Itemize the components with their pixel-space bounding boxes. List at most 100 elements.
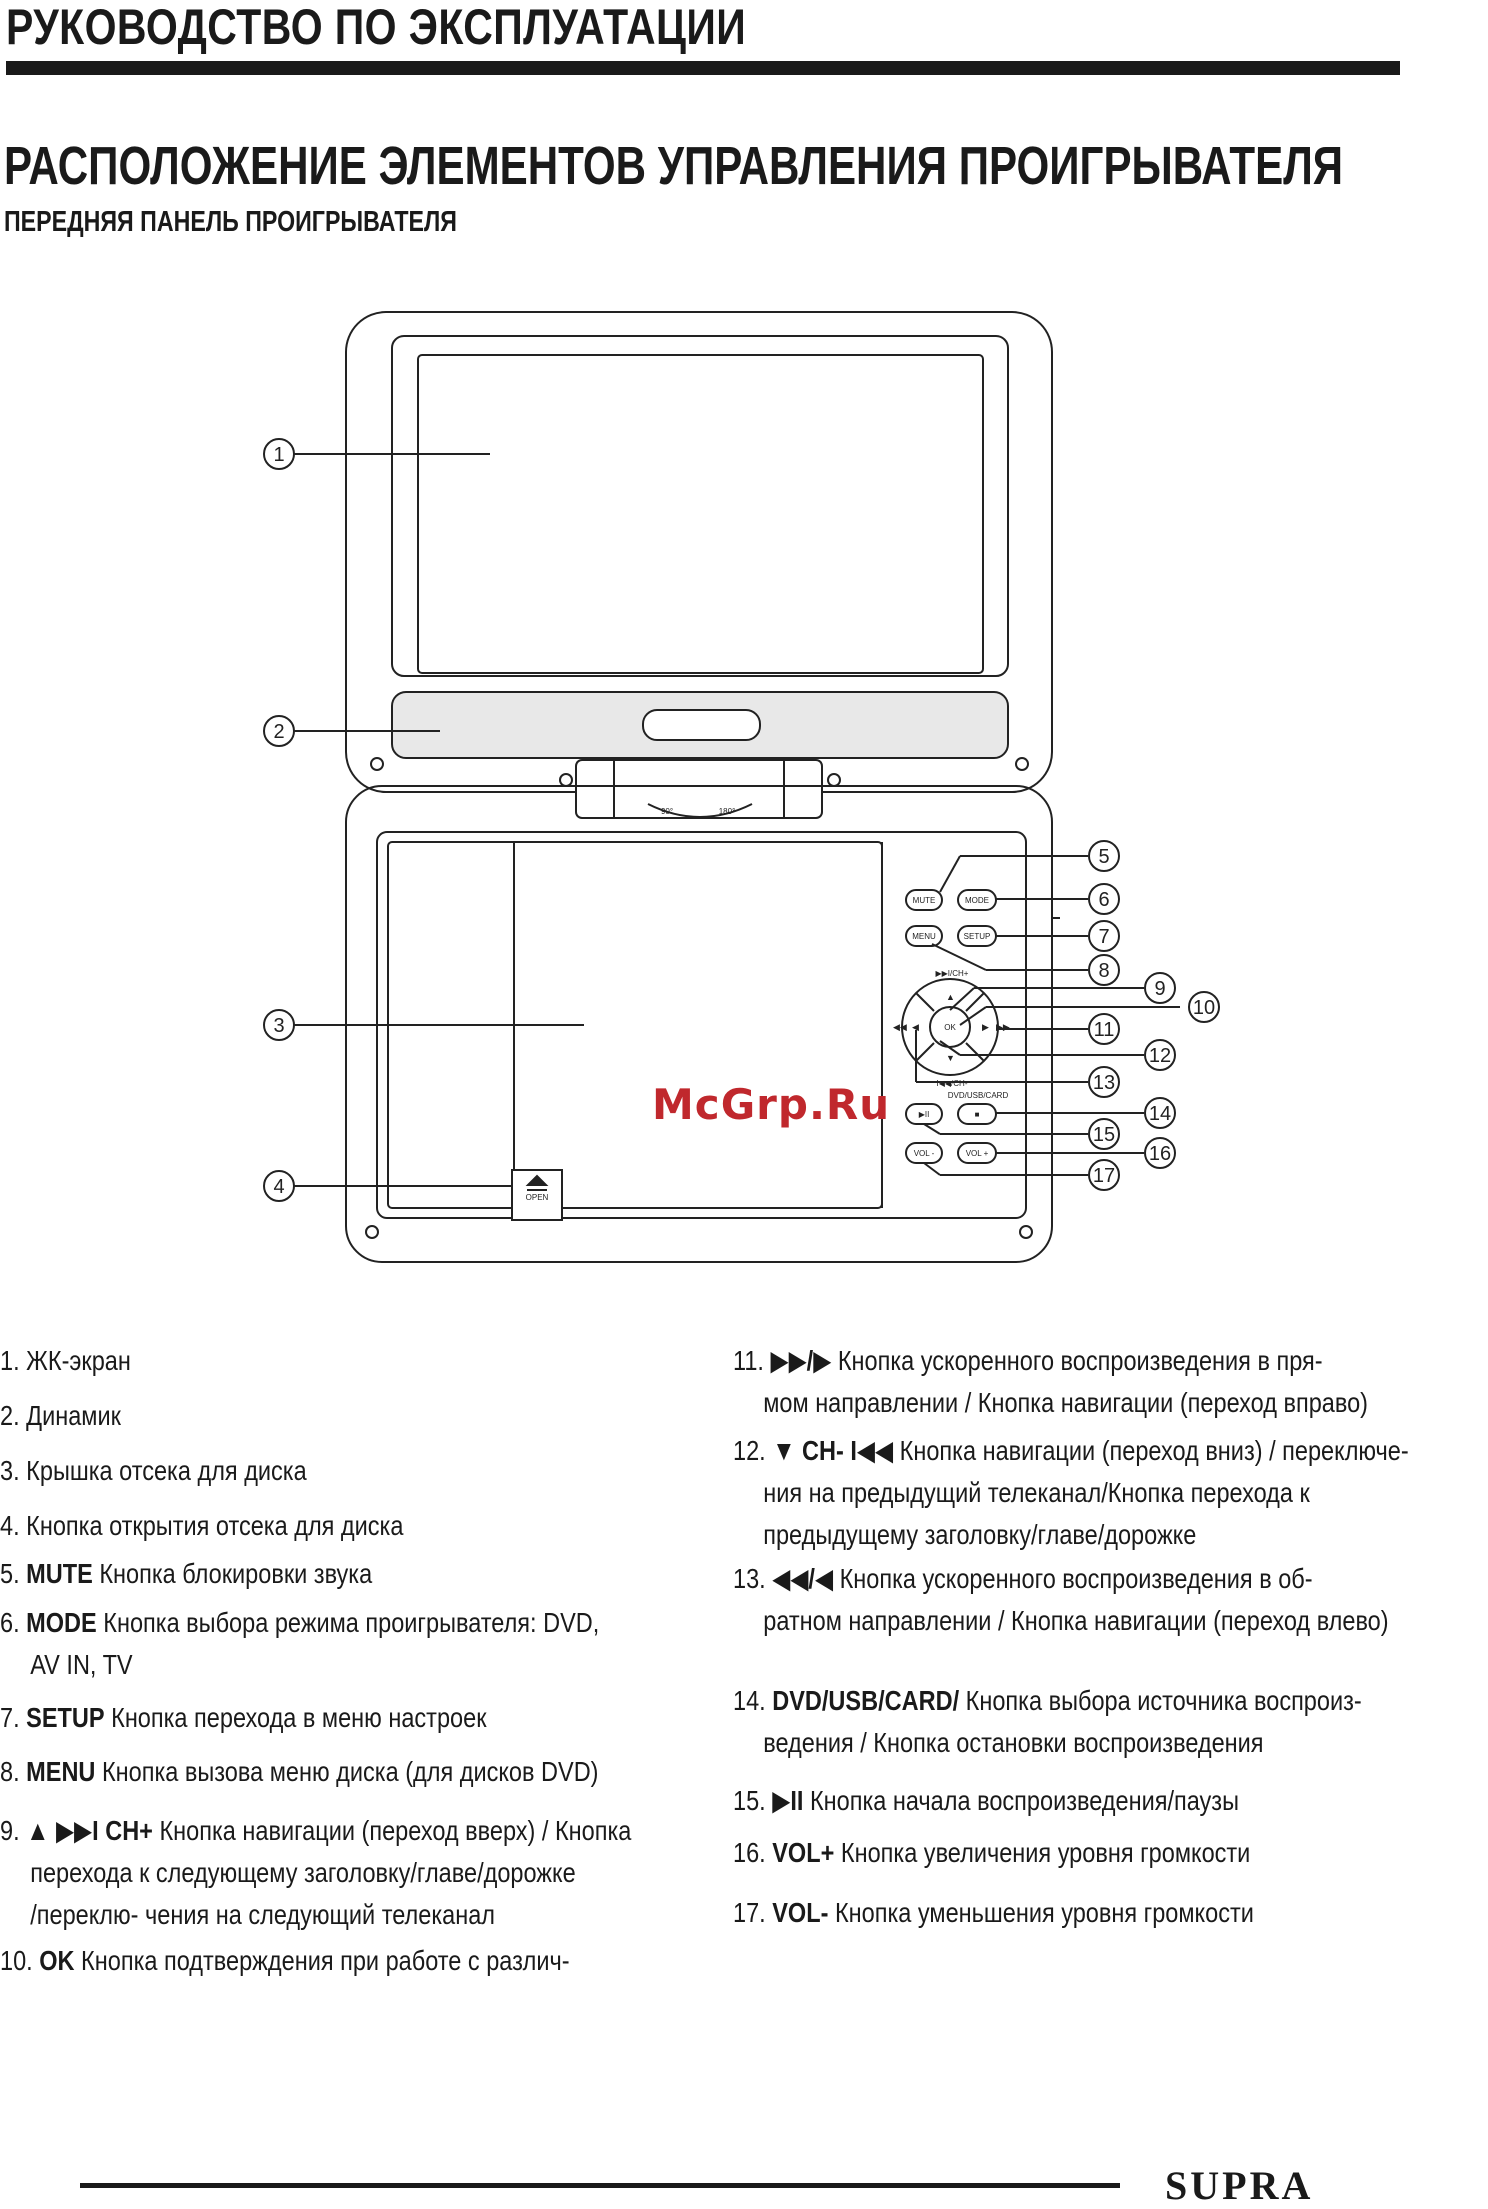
legend-item-continuation: перехода к следующему заголовку/главе/до… (30, 1857, 576, 1888)
legend-item: 8. MENU Кнопка вызова меню диска (для ди… (0, 1751, 599, 1793)
legend-item-continuation: AV IN, TV (30, 1649, 133, 1680)
angle-90-label: 90° (661, 807, 673, 816)
legend-item-key: MODE (26, 1607, 97, 1638)
legend-item-number: 17. (733, 1897, 766, 1928)
vol-minus-label: VOL - (914, 1149, 935, 1158)
svg-text:▼: ▼ (946, 1053, 955, 1063)
callout-11: 11 (1094, 1019, 1115, 1041)
callout-2: 2 (273, 721, 284, 743)
legend-item-continuation: ведения / Кнопка остановки воспроизведен… (763, 1727, 1264, 1758)
watermark-text: McGrp.Ru (652, 1080, 891, 1129)
legend-item-number: 6. (0, 1607, 20, 1638)
legend-item-number: 9. (0, 1815, 20, 1846)
svg-text:▶▶: ▶▶ (996, 1022, 1010, 1032)
legend-item-number: 3. (0, 1455, 20, 1486)
legend-item: 14. DVD/USB/CARD/ Кнопка выбора источник… (733, 1680, 1362, 1764)
hinge (575, 759, 823, 819)
svg-text:◀◀: ◀◀ (893, 1022, 907, 1032)
ch-minus-label: I◀◀/CH- (937, 1079, 968, 1088)
legend-item-number: 10. (0, 1945, 33, 1976)
legend-item-text: Кнопка выбора режима проигрывателя: DVD, (103, 1607, 600, 1638)
legend-item-key: VOL+ (772, 1837, 835, 1868)
lcd-screen (417, 354, 984, 674)
legend-item: 4. Кнопка открытия отсека для диска (0, 1505, 403, 1547)
dvd-usb-card-label: DVD/USB/CARD (948, 1091, 1009, 1100)
vol-plus-label: VOL + (966, 1149, 989, 1158)
legend-item-text: Кнопка начала воспроизведения/паузы (809, 1785, 1239, 1816)
open-label: OPEN (526, 1193, 549, 1202)
legend-item-continuation: ния на предыдущий телеканал/Кнопка перех… (763, 1477, 1310, 1508)
legend-item-number: 1. (0, 1345, 20, 1376)
callout-10: 10 (1193, 997, 1215, 1019)
legend-item-text: Кнопка ускоренного воспроизведения в об- (839, 1563, 1313, 1594)
svg-text:▶: ▶ (982, 1022, 989, 1032)
legend-item-number: 16. (733, 1837, 766, 1868)
svg-text:▲: ▲ (946, 992, 955, 1002)
stop-label: ■ (975, 1110, 980, 1119)
mute-button-label: MUTE (913, 896, 936, 905)
legend-item-text: Кнопка навигации (переход вниз) / перекл… (899, 1435, 1409, 1466)
document-title: РУКОВОДСТВО ПО ЭКСПЛУАТАЦИИ (6, 0, 747, 55)
angle-180-label: 180° (719, 807, 736, 816)
legend-item-number: 2. (0, 1400, 20, 1431)
svg-text:◀: ◀ (912, 1022, 919, 1032)
legend-item-text: Кнопка увеличения уровня громкости (840, 1837, 1251, 1868)
open-button-box (511, 1169, 563, 1221)
legend-item-continuation: мом направлении / Кнопка навигации (пере… (763, 1387, 1369, 1418)
legend-item-text: Кнопка перехода в меню настроек (111, 1702, 487, 1733)
legend-item: 2. Динамик (0, 1395, 121, 1437)
ok-button-label: OK (944, 1023, 956, 1032)
legend-item-key: OK (39, 1945, 75, 1976)
callout-9: 9 (1154, 978, 1165, 1000)
mute-button (905, 889, 943, 911)
legend-item-key: VOL- (772, 1897, 829, 1928)
footer-divider (80, 2183, 1120, 2188)
header-divider (6, 61, 1400, 75)
legend-item: 10. OK Кнопка подтверждения при работе с… (0, 1940, 570, 1982)
legend-item: 15. ▶II Кнопка начала воспроизведения/па… (733, 1780, 1239, 1822)
callout-5: 5 (1098, 846, 1109, 868)
legend-item: 11. ▶▶/▶ Кнопка ускоренного воспроизведе… (733, 1340, 1368, 1424)
legend-item-number: 11. (733, 1345, 764, 1376)
callout-15: 15 (1093, 1124, 1115, 1146)
menu-button (905, 925, 943, 947)
legend-item-continuation: /переклю- чения на следующий телеканал (30, 1899, 496, 1930)
legend-item-key: ▶II (772, 1785, 804, 1816)
legend-item-key: SETUP (26, 1702, 105, 1733)
ch-plus-label: ▶▶I/CH+ (936, 969, 969, 978)
legend-item-number: 8. (0, 1756, 20, 1787)
callout-17: 17 (1093, 1165, 1115, 1187)
legend-item-key: ▲ ▶▶I CH+ (26, 1815, 153, 1846)
callout-4: 4 (273, 1176, 284, 1198)
legend-item: 5. MUTE Кнопка блокировки звука (0, 1553, 372, 1595)
legend-item-number: 5. (0, 1558, 20, 1589)
speaker-center-badge (642, 709, 761, 741)
callout-6: 6 (1098, 889, 1109, 911)
legend-item-continuation: предыдущему заголовку/главе/дорожке (763, 1519, 1197, 1550)
setup-button-label: SETUP (964, 932, 991, 941)
callout-3: 3 (273, 1015, 284, 1037)
legend-item-number: 4. (0, 1510, 20, 1541)
lid-inner-bezel (391, 335, 1009, 677)
menu-button-label: MENU (912, 932, 936, 941)
legend-item-text: Кнопка вызова меню диска (для дисков DVD… (101, 1756, 599, 1787)
legend-item-key: MUTE (26, 1558, 93, 1589)
legend-item-number: 12. (733, 1435, 766, 1466)
legend-item-key: MENU (26, 1756, 96, 1787)
legend-item-text: Кнопка блокировки звука (99, 1558, 373, 1589)
callout-13: 13 (1093, 1072, 1115, 1094)
callout-12: 12 (1149, 1045, 1171, 1067)
legend-item-key: ▶▶/▶ (770, 1345, 832, 1376)
legend-item-text: Кнопка подтверждения при работе с различ… (81, 1945, 570, 1976)
legend-item: 6. MODE Кнопка выбора режима проигрывате… (0, 1602, 599, 1686)
legend-item-key: ▼ CH- I◀◀ (772, 1435, 894, 1466)
legend-item-text: Кнопка открытия отсека для диска (26, 1510, 404, 1541)
section-title: РАСПОЛОЖЕНИЕ ЭЛЕМЕНТОВ УПРАВЛЕНИЯ ПРОИГР… (4, 136, 1344, 196)
legend-item: 17. VOL- Кнопка уменьшения уровня громко… (733, 1892, 1254, 1934)
callout-14: 14 (1149, 1103, 1171, 1125)
legend-item-text: Крышка отсека для диска (26, 1455, 307, 1486)
brand-logo: SUPRA (1165, 2163, 1314, 2208)
legend-item: 1. ЖК-экран (0, 1340, 131, 1382)
legend-item: 12. ▼ CH- I◀◀ Кнопка навигации (переход … (733, 1430, 1409, 1556)
legend-item: 7. SETUP Кнопка перехода в меню настроек (0, 1697, 486, 1739)
